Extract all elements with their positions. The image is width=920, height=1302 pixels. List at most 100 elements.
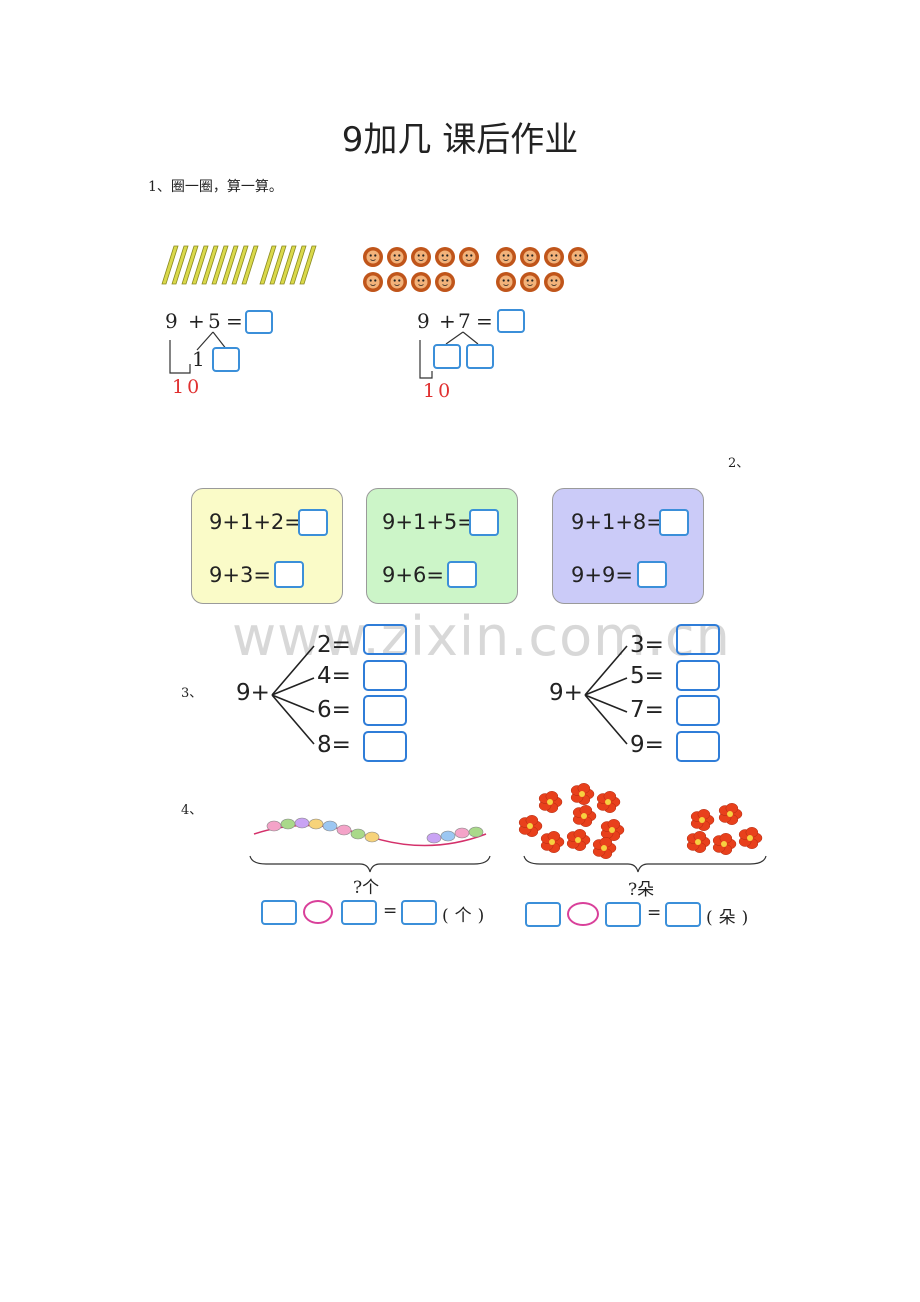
lion-face — [387, 272, 407, 292]
q4-right-answer-box[interactable] — [665, 902, 701, 927]
lion-face — [363, 247, 383, 267]
q4-left-answer-box[interactable] — [401, 900, 437, 925]
q3-group-1-branch-lines — [271, 645, 315, 745]
q1-right-operator: + — [439, 309, 456, 333]
q1-right-answer-box[interactable] — [497, 309, 525, 333]
lion-face — [435, 272, 455, 292]
stick — [211, 245, 229, 285]
q3-group-1-box-1[interactable] — [363, 624, 407, 655]
stick — [181, 245, 199, 285]
q3-group-2-item-1: 3= — [630, 632, 664, 658]
q1-left-addend-b: 5 — [208, 309, 221, 333]
q2-panel-green: 9+1+5= 9+6= — [366, 488, 518, 604]
stick — [279, 245, 297, 285]
q1-left-equals: = — [226, 309, 243, 333]
q3-group-1-box-2[interactable] — [363, 660, 407, 691]
q3-group-2-branch-lines — [584, 645, 628, 745]
q4-right-question: ?朵 — [628, 880, 655, 900]
bead — [440, 830, 456, 842]
q4-right-operator-circle[interactable] — [567, 902, 599, 926]
flower — [538, 791, 563, 813]
q2-panel-2-box-2[interactable] — [447, 561, 477, 588]
flowers-illustration — [518, 783, 767, 873]
flower — [718, 803, 743, 825]
q1-right-addend-b: 7 — [458, 309, 471, 333]
bead — [468, 826, 484, 838]
q4-left-box-1[interactable] — [261, 900, 297, 925]
sticks-illustration — [161, 245, 317, 285]
flower — [570, 783, 595, 805]
bead — [426, 832, 442, 844]
lion-face — [496, 247, 516, 267]
q2-panel-2-line-2: 9+6= — [382, 563, 444, 587]
q3-group-2-box-2[interactable] — [676, 660, 720, 691]
question-1-label: 1、圈一圈，算一算。 — [148, 179, 283, 195]
q4-right-unit: (朵) — [706, 908, 755, 928]
q1-left-answer-box[interactable] — [245, 310, 273, 334]
q3-group-2-box-3[interactable] — [676, 695, 720, 726]
q2-panel-yellow: 9+1+2= 9+3= — [191, 488, 343, 604]
q4-left-operator-circle[interactable] — [303, 900, 333, 924]
q4-left-box-2[interactable] — [341, 900, 377, 925]
flower — [518, 815, 543, 837]
q3-group-2-item-2: 5= — [630, 663, 664, 689]
lion-face — [544, 247, 564, 267]
q1-left-split-box[interactable] — [212, 347, 240, 372]
lion-faces-illustration — [363, 247, 588, 292]
q1-right-split-box-2[interactable] — [466, 344, 494, 369]
q3-group-1-base: 9+ — [236, 680, 270, 706]
q1-left-split-number: 1 — [192, 347, 205, 371]
q3-group-1-box-4[interactable] — [363, 731, 407, 762]
question-3-label: 3、 — [181, 686, 203, 701]
bead — [350, 828, 366, 840]
stick — [201, 245, 219, 285]
q1-right-equals: = — [476, 309, 493, 333]
q3-group-2-item-4: 9= — [630, 732, 664, 758]
lion-face — [411, 272, 431, 292]
q1-left-operator: + — [188, 309, 205, 333]
q1-right-split-box-1[interactable] — [433, 344, 461, 369]
q3-group-1-item-4: 8= — [317, 732, 351, 758]
bead — [308, 818, 324, 830]
lion-face — [387, 247, 407, 267]
lion-face — [496, 272, 516, 292]
q2-panel-2-line-1: 9+1+5= — [382, 510, 475, 534]
q3-group-2-box-1[interactable] — [676, 624, 720, 655]
q2-panel-2-box-1[interactable] — [469, 509, 499, 536]
q2-panel-1-box-1[interactable] — [298, 509, 328, 536]
stick — [269, 245, 287, 285]
q4-right-box-2[interactable] — [605, 902, 641, 927]
q3-group-1-item-2: 4= — [317, 663, 351, 689]
lion-face — [520, 272, 540, 292]
stick — [289, 245, 307, 285]
flower — [572, 805, 597, 827]
flower — [600, 819, 625, 841]
watermark: www.zixin.com.cn — [232, 605, 731, 668]
flower — [690, 809, 715, 831]
q2-panel-purple: 9+1+8= 9+9= — [552, 488, 704, 604]
flower — [566, 829, 591, 851]
bead — [322, 820, 338, 832]
bead — [454, 827, 470, 839]
q2-panel-3-line-2: 9+9= — [571, 563, 633, 587]
q2-panel-3-box-1[interactable] — [659, 509, 689, 536]
lion-face — [544, 272, 564, 292]
q4-left-question: ?个 — [353, 878, 380, 898]
lion-face — [435, 247, 455, 267]
bead — [364, 831, 380, 843]
q3-group-1-item-1: 2= — [317, 632, 351, 658]
lion-face — [363, 272, 383, 292]
q1-right-ten: 10 — [423, 380, 454, 402]
q3-group-1-item-3: 6= — [317, 697, 351, 723]
bead — [336, 824, 352, 836]
q2-panel-1-box-2[interactable] — [274, 561, 304, 588]
flower — [712, 833, 737, 855]
q2-panel-3-box-2[interactable] — [637, 561, 667, 588]
q4-right-box-1[interactable] — [525, 902, 561, 927]
question-2-label: 2、 — [728, 456, 750, 471]
q2-panel-1-line-2: 9+3= — [209, 563, 271, 587]
q3-group-2-box-4[interactable] — [676, 731, 720, 762]
q3-group-1-box-3[interactable] — [363, 695, 407, 726]
lion-face — [520, 247, 540, 267]
q1-left-addend-a: 9 — [165, 309, 178, 333]
